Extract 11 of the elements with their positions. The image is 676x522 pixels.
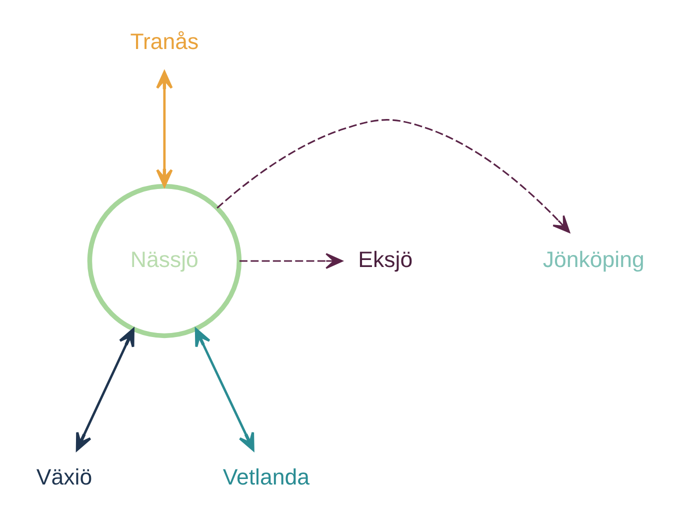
arrow [194, 328, 254, 452]
node-text: Tranås [130, 29, 198, 54]
node-text: Växiö [36, 464, 92, 490]
node-text: Eksjö [358, 246, 412, 272]
node-circle: Nässjö [86, 184, 242, 338]
node-text: Vetlanda [222, 464, 309, 490]
arrow [75, 328, 134, 452]
node-text: Jönköping [542, 246, 644, 272]
arrow [156, 70, 172, 188]
arrow [239, 253, 342, 269]
arrow [216, 119, 570, 233]
